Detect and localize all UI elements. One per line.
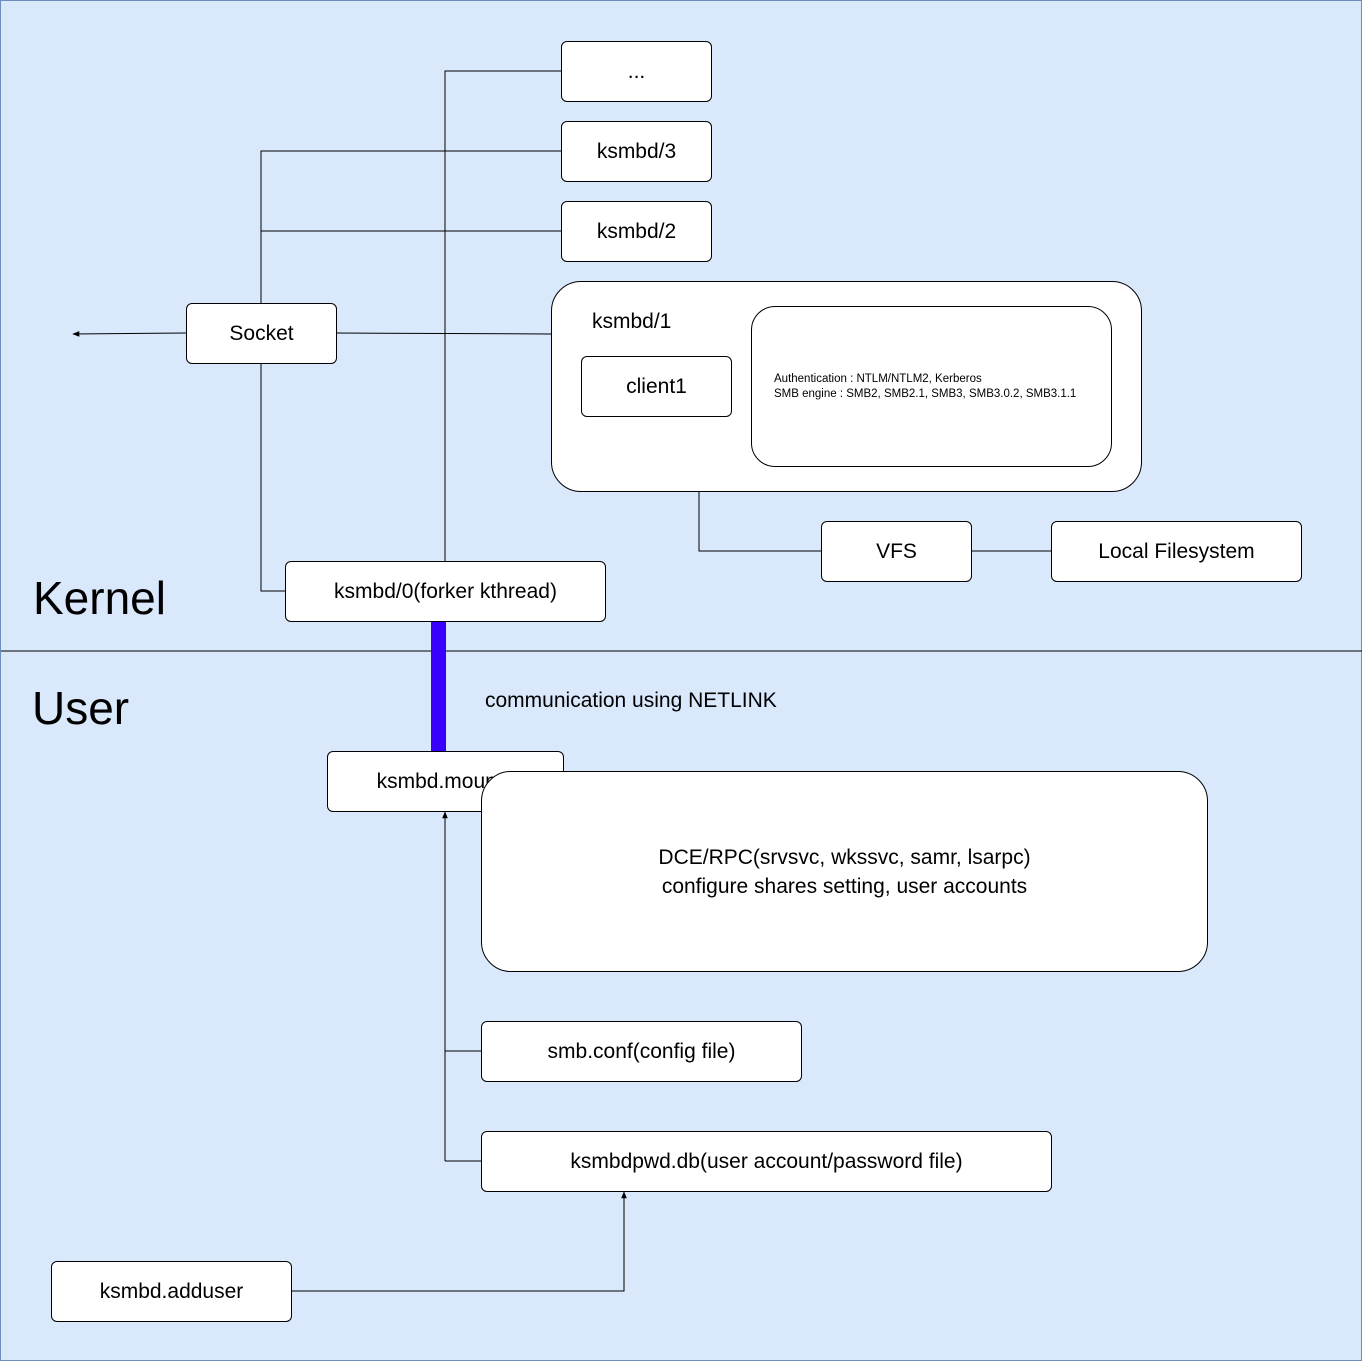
client1-node[interactable]: client1 — [581, 356, 732, 417]
netlink-label: communication using NETLINK — [485, 689, 777, 712]
protocol-info-text: Authentication : NTLM/NTLM2, Kerberos SM… — [774, 373, 1077, 400]
local-filesystem-node[interactable]: Local Filesystem — [1051, 521, 1302, 582]
ksmbd3-node[interactable]: ksmbd/3 — [561, 121, 712, 182]
vfs-node[interactable]: VFS — [821, 521, 972, 582]
forker-kthread-node[interactable]: ksmbd/0(forker kthread) — [285, 561, 606, 622]
socket-outgoing-arrow — [72, 331, 187, 337]
smb-conf-node[interactable]: smb.conf(config file) — [481, 1021, 802, 1082]
kernel-section-label: Kernel — [33, 572, 166, 624]
socket-to-ksmbd3-line — [260, 150, 561, 303]
socket-node[interactable]: Socket — [186, 303, 337, 364]
rpc-info-box: DCE/RPC(srvsvc, wkssvc, samr, lsarpc) co… — [481, 771, 1208, 972]
netlink-bar — [431, 621, 446, 752]
ellipsis-node[interactable]: ... — [561, 41, 712, 102]
user-section-label: User — [32, 682, 130, 734]
socket-to-ksmbd1-line — [335, 332, 552, 335]
socket-to-forker-line — [260, 363, 286, 592]
ksmbd1-label: ksmbd/1 — [592, 310, 672, 333]
adduser-node[interactable]: ksmbd.adduser — [51, 1261, 292, 1322]
adduser-to-pwddb-arrow — [291, 1191, 627, 1292]
forker-to-ellipsis-line — [444, 70, 561, 561]
ksmbd1-to-vfs-line — [698, 491, 821, 552]
ksmbd2-node[interactable]: ksmbd/2 — [561, 201, 712, 262]
password-db-node[interactable]: ksmbdpwd.db(user account/password file) — [481, 1131, 1052, 1192]
protocol-info-box — [751, 306, 1112, 467]
